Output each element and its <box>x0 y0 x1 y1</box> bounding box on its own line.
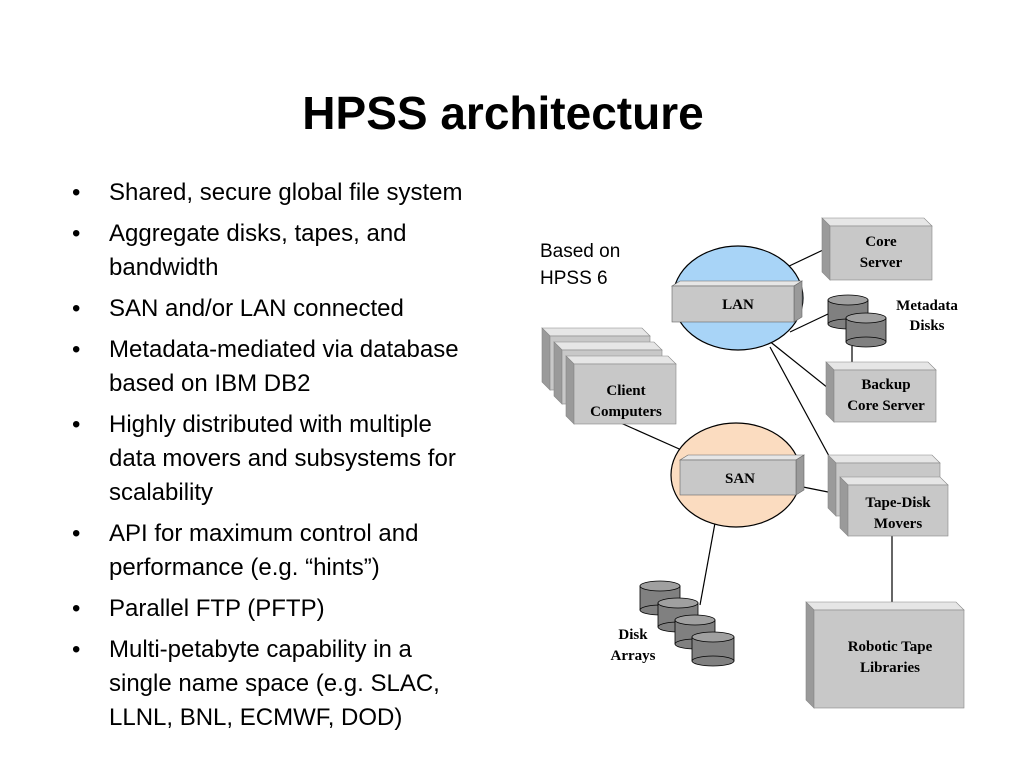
metadata-disk <box>845 312 887 348</box>
lan-backup-link <box>767 339 829 389</box>
bullet-text: single name space (e.g. SLAC, <box>109 670 440 697</box>
metadata-disks-label-line1: Metadata <box>896 298 958 314</box>
backup-server-box <box>833 369 937 423</box>
bullet-item: Aggregate disks, tapes, and bandwidth <box>72 217 542 285</box>
slide-title: HPSS architecture <box>302 87 704 139</box>
backup-server-label-line2: Core Server <box>847 398 925 414</box>
bullet-list: Shared, secure global file system Aggreg… <box>72 176 542 742</box>
disk-arrays-label-line1: Disk <box>618 627 648 643</box>
bullet-text: Highly distributed with multiple <box>109 411 432 438</box>
lan-label: LAN <box>722 297 754 313</box>
core-server-left <box>821 217 831 281</box>
backup-server-top <box>825 361 937 371</box>
tape-disk-movers-node: Tape-Disk Movers <box>827 454 949 537</box>
movers-label-line1: Tape-Disk <box>865 495 931 511</box>
san-disks-link <box>699 522 716 606</box>
robotic-top <box>805 601 965 611</box>
san-box <box>679 459 797 496</box>
client-label-line1: Client <box>606 383 645 399</box>
bullet-item: Highly distributed with multiple data mov… <box>72 408 542 510</box>
bullet-item: Multi-petabyte capability in a single nam… <box>72 633 542 735</box>
san-box-top <box>678 454 806 461</box>
movers-label-line2: Movers <box>874 516 922 532</box>
core-server-box <box>829 225 933 281</box>
bullet-text: LLNL, BNL, ECMWF, DOD) <box>109 704 403 731</box>
disk-array-cylinder <box>691 631 735 667</box>
client-box-front <box>565 355 677 425</box>
bullet-item: API for maximum control and performance (… <box>72 517 542 585</box>
client-computers-node: Client Computers <box>541 327 677 425</box>
bullet-text: Shared, secure global file system <box>109 179 463 206</box>
bullet-item: Shared, secure global file system <box>72 176 542 210</box>
version-note-line1: Based on <box>540 241 620 262</box>
bullet-text: Aggregate disks, tapes, and <box>109 220 407 247</box>
lan-box-side <box>793 280 803 323</box>
robotic-label-line1: Robotic Tape <box>848 639 933 655</box>
robotic-label-line2: Libraries <box>860 660 920 676</box>
robotic-tape-libraries-node: Robotic Tape Libraries <box>805 601 965 709</box>
metadata-disks-node: Metadata Disks <box>827 294 958 348</box>
core-server-node: Core Server <box>821 217 933 281</box>
lan-box <box>671 285 795 323</box>
bullet-text: SAN and/or LAN connected <box>109 295 404 322</box>
bullet-text: API for maximum control and <box>109 520 419 547</box>
client-label-line2: Computers <box>590 404 662 420</box>
backup-core-server-node: Backup Core Server <box>825 361 937 423</box>
disk-arrays-label-line2: Arrays <box>611 648 656 664</box>
bullet-text: Metadata-mediated via database <box>109 336 459 363</box>
bullet-text: based on IBM DB2 <box>109 370 311 397</box>
bullet-item: Metadata-mediated via database based on I… <box>72 333 542 401</box>
movers-box-front <box>839 476 949 537</box>
san-label: SAN <box>725 471 755 487</box>
lan-metadata-link <box>789 313 829 333</box>
core-server-label-line1: Core <box>865 234 897 250</box>
bullet-text: data movers and subsystems for <box>109 445 456 472</box>
bullet-item: Parallel FTP (PFTP) <box>72 592 542 626</box>
san-box-side <box>795 454 805 496</box>
bullet-text: bandwidth <box>109 254 219 281</box>
san-node: SAN <box>670 422 806 528</box>
bullet-text: performance (e.g. “hints”) <box>109 554 380 581</box>
lan-box-top <box>670 280 804 287</box>
core-server-label-line2: Server <box>860 255 903 271</box>
backup-server-label-line1: Backup <box>861 377 910 393</box>
bullet-item: SAN and/or LAN connected <box>72 292 542 326</box>
core-server-top <box>821 217 933 227</box>
bullet-text: Parallel FTP (PFTP) <box>109 595 325 622</box>
metadata-disks-label-line2: Disks <box>909 318 944 334</box>
version-note-line2: HPSS 6 <box>540 268 608 289</box>
disk-arrays-node: Disk Arrays <box>611 580 735 667</box>
bullet-text: Multi-petabyte capability in a <box>109 636 412 663</box>
backup-server-left <box>825 361 835 423</box>
robotic-left <box>805 601 815 709</box>
lan-core-link <box>784 249 824 269</box>
lan-node: LAN <box>670 245 804 351</box>
robotic-box <box>813 609 965 709</box>
client-san-link <box>613 419 687 453</box>
bullet-text: scalability <box>109 479 214 506</box>
